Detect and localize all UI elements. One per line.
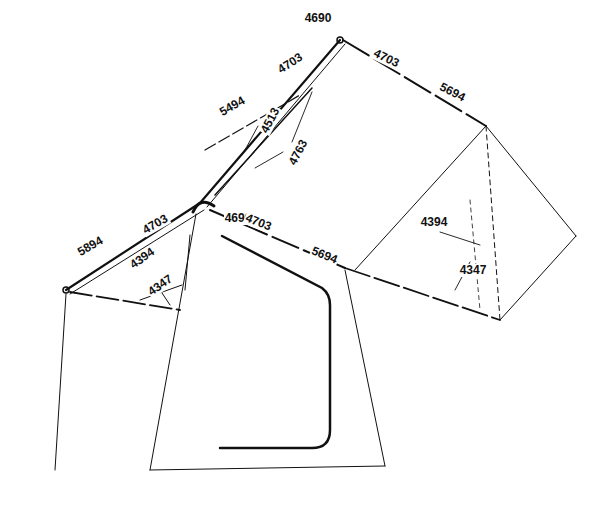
part-number: 4690 [304,12,333,25]
part-number: 4763 [286,136,311,167]
part-number: 4347 [459,264,488,277]
part-number: 4703 [274,50,305,77]
part-number: 5894 [74,233,105,259]
part-number: 5694 [308,244,339,267]
part-number: 5494 [216,93,247,119]
part-number: 4394 [420,216,449,229]
part-number: 5694 [436,80,467,105]
part-number: 4347 [145,271,176,298]
part-number: 4513 [258,104,283,135]
